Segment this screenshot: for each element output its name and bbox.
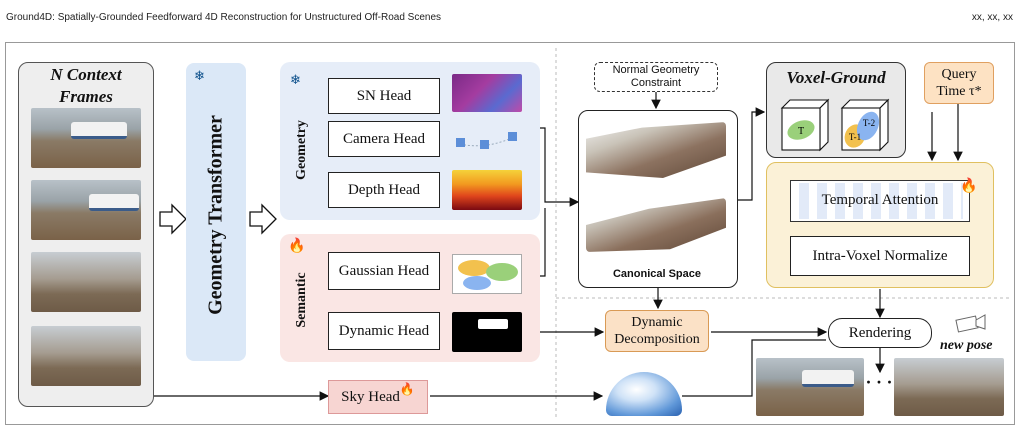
paper-running-meta: xx, xx, xx bbox=[971, 12, 1013, 23]
decomp-line1: Dynamic bbox=[631, 315, 683, 330]
query-line2: Time τ* bbox=[936, 84, 982, 99]
context-frame-2 bbox=[31, 180, 141, 240]
sky-head: Sky Head 🔥 bbox=[328, 380, 428, 414]
camera-poses-graphic bbox=[456, 132, 517, 149]
voxel-cubes-graphic: T T-1 T-2 bbox=[780, 98, 890, 152]
temporal-attention-label: Temporal Attention bbox=[821, 192, 939, 208]
camera-head: Camera Head bbox=[328, 121, 440, 157]
surface-normal-map bbox=[452, 74, 522, 112]
gaussian-ellipses-graphic bbox=[452, 254, 522, 294]
flame-icon: 🔥 bbox=[399, 381, 415, 396]
voxel-token-t: T bbox=[798, 126, 804, 137]
ellipsis: · · · bbox=[865, 372, 893, 392]
flame-icon: 🔥 bbox=[288, 239, 306, 254]
geometry-section-label: Geometry bbox=[294, 120, 309, 180]
voxel-token-t1: T-1 bbox=[849, 132, 861, 142]
sky-head-label: Sky Head bbox=[341, 388, 400, 405]
temporal-attention-box bbox=[790, 180, 970, 222]
context-frame-4 bbox=[31, 326, 141, 386]
snowflake-icon: ❄ bbox=[290, 72, 301, 87]
new-pose-label: new pose bbox=[940, 338, 993, 353]
gaussian-head: Gaussian Head bbox=[328, 252, 440, 290]
camera-icon bbox=[955, 314, 986, 333]
context-title-line1: N Context bbox=[50, 65, 122, 84]
dynamic-head: Dynamic Head bbox=[328, 312, 440, 350]
sn-head: SN Head bbox=[328, 78, 440, 114]
canonical-space-label: Canonical Space bbox=[612, 268, 702, 280]
geometry-transformer-block bbox=[186, 63, 246, 361]
snowflake-icon: ❄ bbox=[194, 68, 205, 83]
flame-icon: 🔥 bbox=[960, 179, 978, 194]
block-arrow-transformer-to-heads bbox=[249, 203, 277, 235]
query-time-box: Query Time τ* bbox=[924, 62, 994, 104]
context-frame-1 bbox=[31, 108, 141, 168]
voxel-ground-title: Voxel-Ground bbox=[786, 68, 886, 87]
constraint-line1: Normal Geometry bbox=[612, 64, 700, 76]
query-line1: Query bbox=[941, 67, 977, 82]
rendered-view-1 bbox=[756, 358, 864, 416]
depth-head: Depth Head bbox=[328, 172, 440, 208]
intra-voxel-normalize: Intra-Voxel Normalize bbox=[790, 236, 970, 276]
normal-geometry-constraint: Normal Geometry Constraint bbox=[594, 62, 718, 92]
arrow-canonical-to-voxel bbox=[735, 107, 766, 201]
context-frame-3 bbox=[31, 252, 141, 312]
paper-running-title: Ground4D: Spatially-Grounded Feedforward… bbox=[6, 12, 442, 23]
dynamic-mask bbox=[452, 312, 522, 352]
rendering-node: Rendering bbox=[828, 318, 932, 348]
line-sky-to-rendering bbox=[682, 339, 826, 397]
constraint-line2: Constraint bbox=[630, 77, 682, 89]
geometry-transformer-label: Geometry Transformer bbox=[204, 115, 227, 315]
figure-frame bbox=[5, 42, 1015, 425]
dynamic-decomposition: Dynamic Decomposition bbox=[605, 310, 709, 352]
semantic-section-label: Semantic bbox=[294, 272, 309, 328]
depth-map bbox=[452, 170, 522, 210]
voxel-token-t2: T-2 bbox=[863, 118, 875, 128]
rendered-view-2 bbox=[894, 358, 1004, 416]
context-title-line2: Frames bbox=[59, 87, 113, 106]
decomp-line2: Decomposition bbox=[614, 332, 700, 347]
block-arrow-context-to-transformer bbox=[159, 203, 187, 235]
